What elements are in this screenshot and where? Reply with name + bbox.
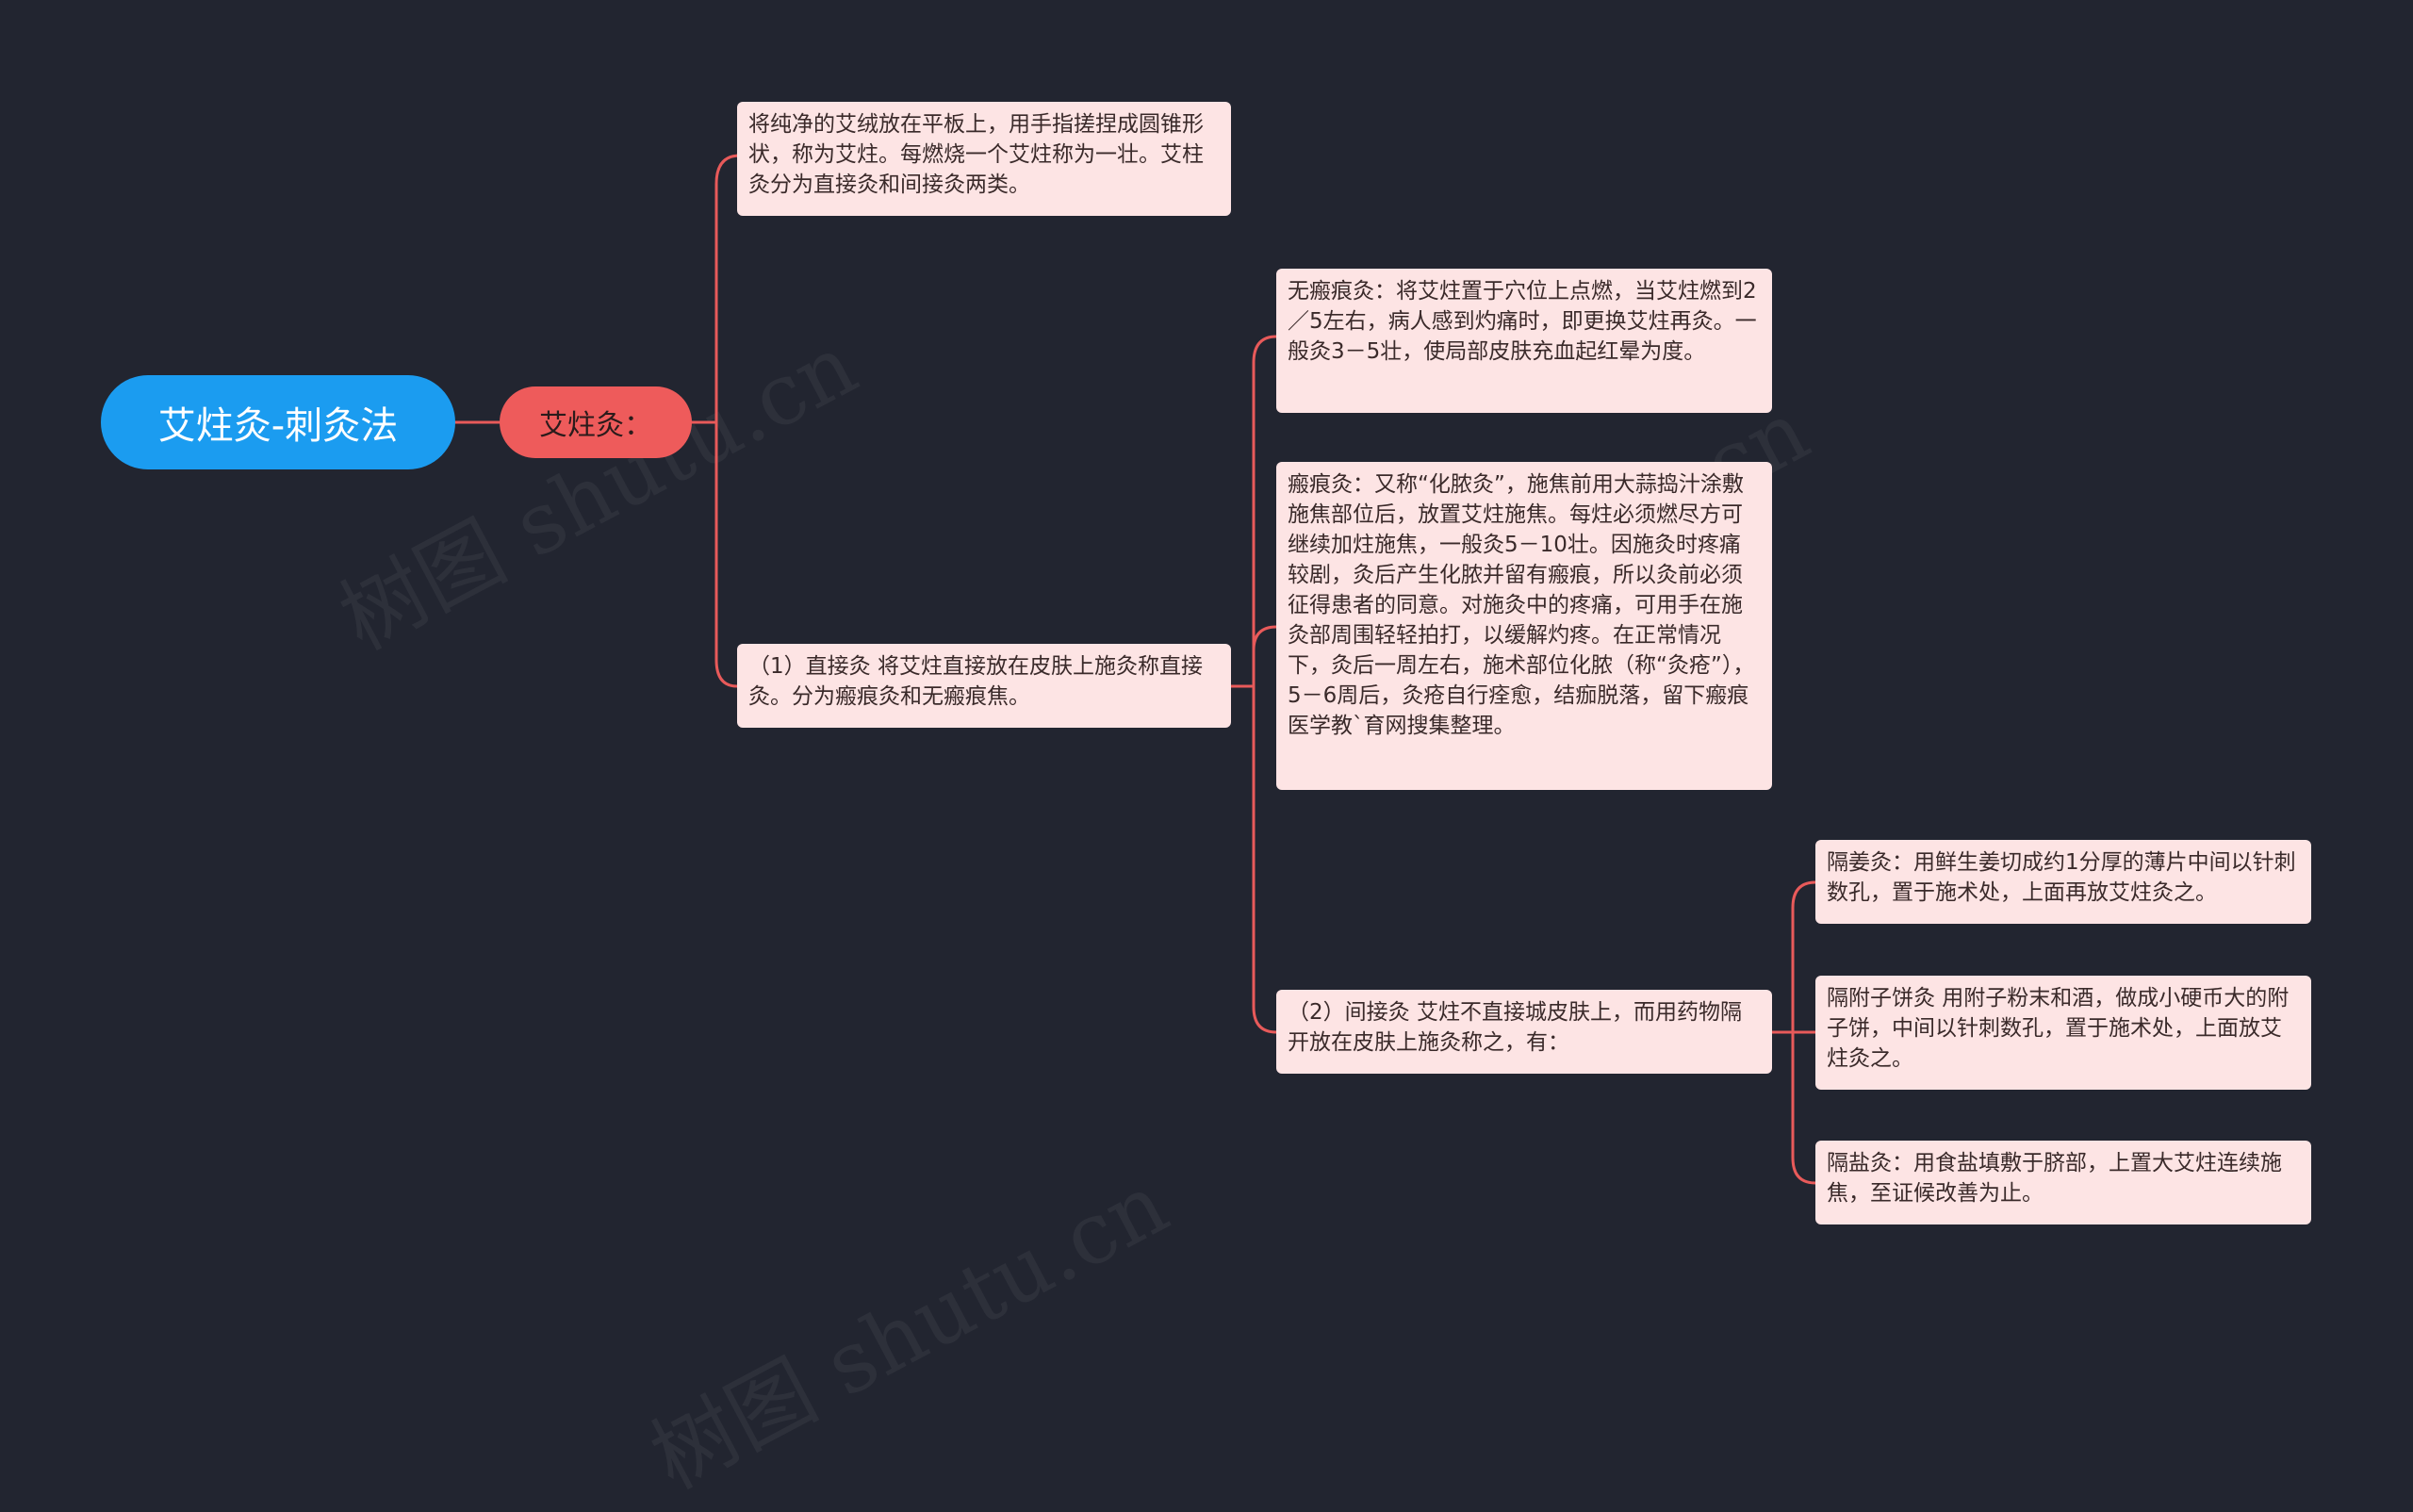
direct-moxibustion-node[interactable]: （1）直接灸 将艾炷直接放在皮肤上施灸称直接灸。分为瘢痕灸和无瘢痕焦。 — [737, 644, 1231, 728]
connector-direct-indirect — [1252, 684, 1278, 1034]
no-scar-moxibustion-node[interactable]: 无瘢痕灸：将艾炷置于穴位上点燃，当艾炷燃到2／5左右，病人感到灼痛时，即更换艾炷… — [1276, 269, 1772, 413]
connector-indirect-salt — [1791, 1030, 1817, 1185]
connector-direct-no-scar — [1252, 335, 1278, 688]
indirect-moxibustion-node[interactable]: （2）间接灸 艾炷不直接城皮肤上，而用药物隔开放在皮肤上施灸称之，有： — [1276, 990, 1772, 1074]
branch-node-aizhu[interactable]: 艾炷灸： — [500, 386, 692, 458]
ginger-moxibustion-node[interactable]: 隔姜灸：用鲜生姜切成约1分厚的薄片中间以针刺数孔，置于施术处，上面再放艾炷灸之。 — [1815, 840, 2311, 924]
scar-moxibustion-node[interactable]: 瘢痕灸：又称“化脓灸”，施焦前用大蒜捣汁涂敷施焦部位后，放置艾炷施焦。每炷必须燃… — [1276, 462, 1772, 790]
salt-moxibustion-node[interactable]: 隔盐灸：用食盐填敷于脐部，上置大艾炷连续施焦，至证候改善为止。 — [1815, 1141, 2311, 1224]
connector-lines — [453, 154, 1817, 1185]
connector-direct-scar — [1252, 625, 1278, 688]
definition-node[interactable]: 将纯净的艾绒放在平板上，用手指搓捏成圆锥形状，称为艾炷。每燃烧一个艾炷称为一壮。… — [737, 102, 1231, 216]
connector-branch-direct — [714, 420, 739, 688]
connector-indirect-ginger — [1791, 880, 1817, 1034]
aconite-cake-moxibustion-node[interactable]: 隔附子饼灸 用附子粉末和酒，做成小硬币大的附子饼，中间以针刺数孔，置于施术处，上… — [1815, 976, 2311, 1090]
mindmap-canvas: 树图 shutu.cn 树图 shutu.cn 树图 shutu.cn 艾炷灸-… — [101, 102, 2311, 1508]
root-node[interactable]: 艾炷灸-刺灸法 — [101, 375, 455, 469]
